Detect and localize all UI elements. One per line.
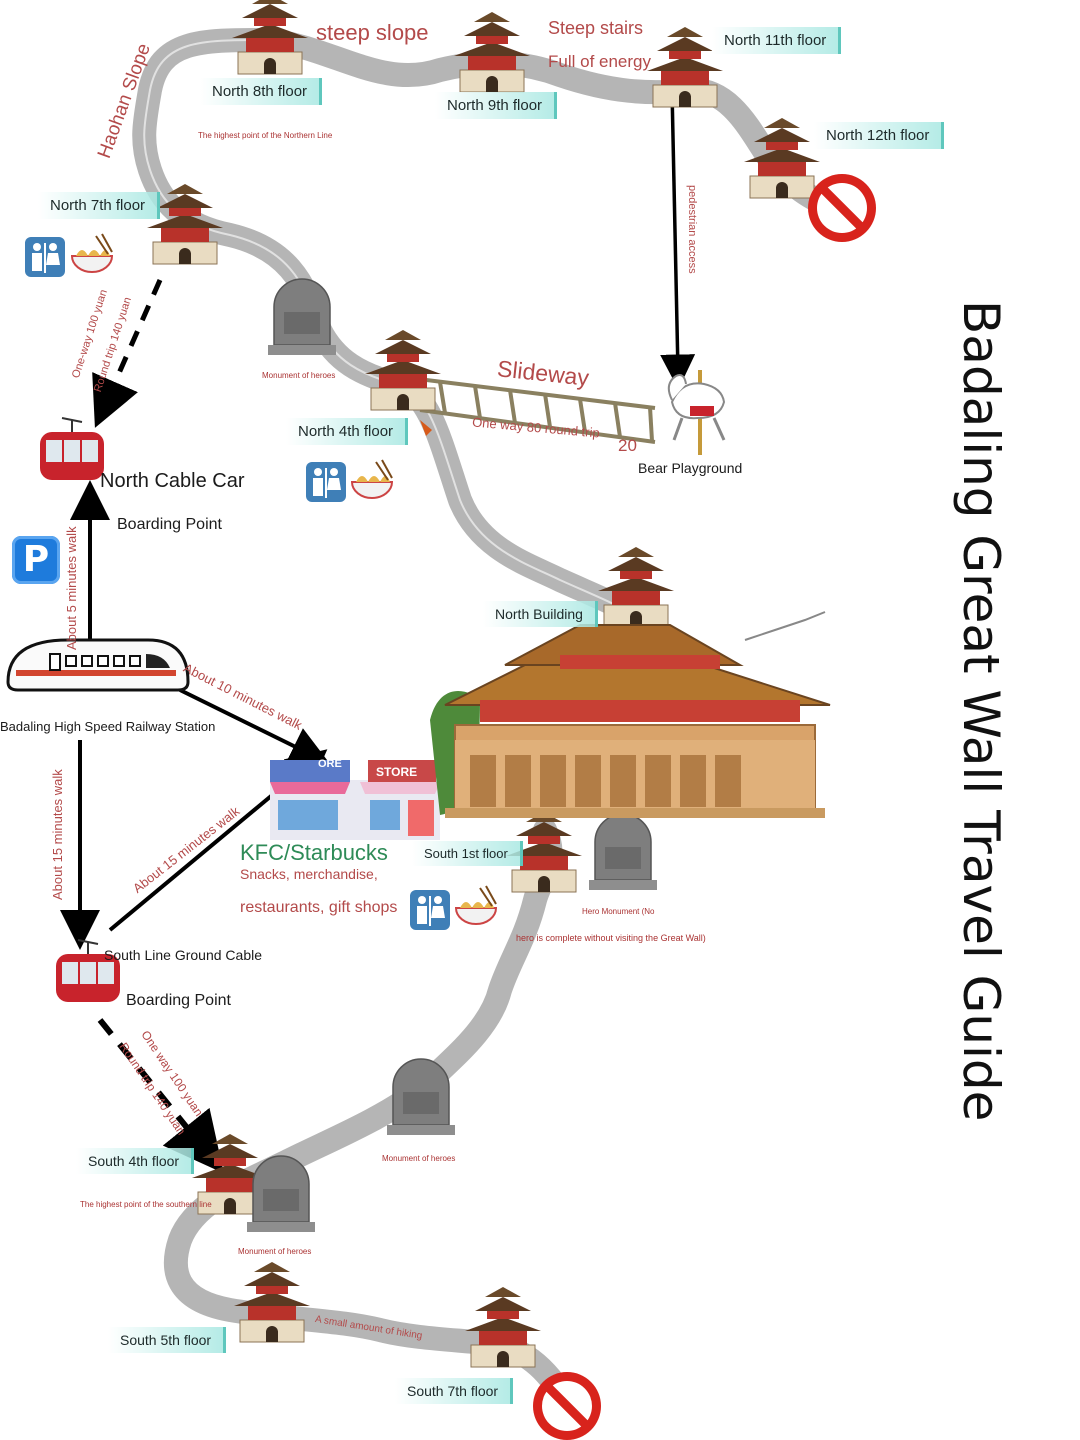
slideway-price-number: 20 bbox=[618, 436, 637, 455]
south-cable-line bbox=[97, 1018, 224, 1174]
north-8th-floor-label: North 8th floor bbox=[200, 78, 323, 105]
snacks-label: Snacks, merchandise, bbox=[240, 866, 378, 882]
pedestrian-access-label: pedestrian access bbox=[686, 185, 698, 274]
north-4th-floor-label: North 4th floor bbox=[286, 418, 409, 445]
train-icon bbox=[6, 638, 190, 692]
north-boarding-point-label: Boarding Point bbox=[117, 516, 222, 533]
no-entry-icon bbox=[533, 1372, 601, 1440]
page-title: Badaling Great Wall Travel Guide bbox=[952, 300, 1010, 1122]
watchtower-icon bbox=[231, 0, 309, 75]
hero-quote-label: hero is complete without visiting the Gr… bbox=[516, 933, 706, 943]
south-monument-lower-label: Monument of heroes bbox=[238, 1247, 312, 1256]
cable-car-icon bbox=[39, 417, 105, 481]
steep-stairs-label: Steep stairs bbox=[548, 18, 644, 38]
steep-slope-label: steep slope bbox=[316, 20, 429, 45]
railway-station-label: Badaling High Speed Railway Station bbox=[0, 719, 216, 734]
walk-5-minutes-label: About 5 minutes walk bbox=[64, 526, 79, 650]
store-icon bbox=[270, 760, 440, 840]
north-12th-floor-label: North 12th floor bbox=[814, 122, 945, 149]
watchtower-icon bbox=[597, 546, 675, 628]
noodle-icon bbox=[71, 233, 113, 273]
north-7th-floor-label: North 7th floor bbox=[38, 192, 161, 219]
watchtower-icon bbox=[453, 11, 531, 93]
restroom-icon bbox=[306, 462, 346, 502]
south-7th-floor-label: South 7th floor bbox=[395, 1378, 514, 1404]
slideway-ladder bbox=[409, 376, 656, 444]
south-1st-floor-label: South 1st floor bbox=[412, 841, 523, 866]
store-sign: STORE bbox=[376, 765, 418, 779]
restaurants-label: restaurants, gift shops bbox=[240, 899, 398, 916]
store-sign-partial: ORE bbox=[318, 758, 342, 770]
south-monument-upper-label: Monument of heroes bbox=[382, 1154, 456, 1163]
north-cable-line bbox=[92, 278, 163, 428]
north-building-label: North Building bbox=[483, 601, 598, 627]
north-9th-floor-label: North 9th floor bbox=[435, 92, 558, 119]
full-of-energy-label: Full of energy bbox=[548, 52, 651, 71]
south-4th-floor-label: South 4th floor bbox=[76, 1148, 195, 1174]
parking-icon: P bbox=[12, 536, 60, 584]
south-cable-label: South Line Ground Cable bbox=[104, 947, 262, 963]
walk-15-minutes-vertical-label: About 15 minutes walk bbox=[50, 769, 65, 900]
watchtower-icon bbox=[364, 329, 442, 411]
south-5th-floor-label: South 5th floor bbox=[108, 1327, 227, 1353]
pedestrian-arrow bbox=[660, 89, 696, 390]
hero-monument-label: Hero Monument (No bbox=[582, 907, 655, 916]
restroom-icon bbox=[410, 890, 450, 930]
north-highest-point-note: The highest point of the Northern Line bbox=[198, 131, 333, 140]
north-monument-label: Monument of heroes bbox=[262, 371, 336, 380]
north-cable-car-label: North Cable Car bbox=[100, 470, 245, 492]
bear-playground-label: Bear Playground bbox=[638, 460, 743, 476]
monument-icon bbox=[267, 278, 337, 356]
main-gate-icon bbox=[430, 611, 831, 818]
restroom-icon bbox=[25, 237, 65, 277]
noodle-icon bbox=[455, 885, 497, 925]
watchtower-icon bbox=[233, 1261, 311, 1343]
walk10-arrow bbox=[179, 688, 330, 765]
south-boarding-point-label: Boarding Point bbox=[126, 992, 231, 1009]
kfc-starbucks-label: KFC/Starbucks bbox=[240, 840, 388, 865]
watchtower-icon bbox=[464, 1286, 542, 1368]
north-11th-floor-label: North 11th floor bbox=[712, 27, 842, 54]
south-highest-point-note: The highest point of the southern line bbox=[80, 1200, 212, 1209]
carousel-horse-icon bbox=[667, 370, 726, 455]
no-entry-icon bbox=[808, 174, 876, 242]
monument-icon bbox=[588, 813, 658, 891]
noodle-icon bbox=[351, 459, 393, 499]
